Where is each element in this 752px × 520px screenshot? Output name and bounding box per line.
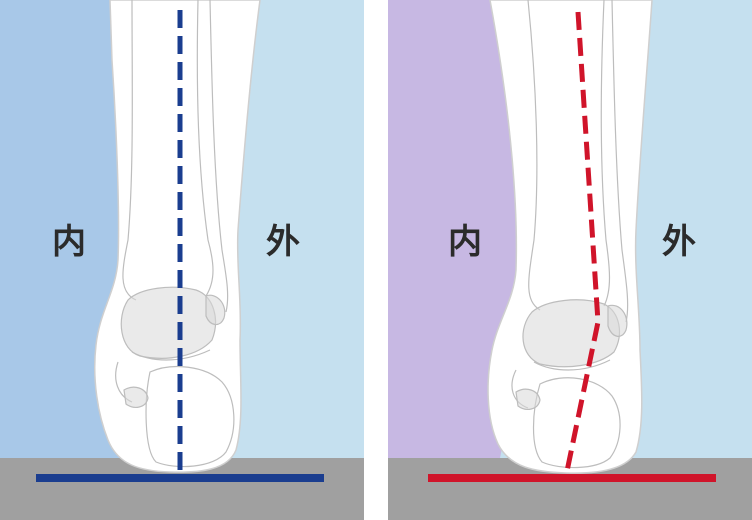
leg-and-heel	[487, 0, 653, 474]
outer-side-label: 外	[662, 222, 696, 262]
tibia-outline	[122, 0, 214, 301]
ground-reference-line	[428, 474, 716, 482]
inner-side-label: 内	[448, 222, 482, 262]
talus-bone	[522, 299, 621, 368]
calcaneus-bone	[145, 365, 235, 468]
panel-divider	[364, 0, 388, 520]
fibula-outline	[611, 0, 629, 323]
lateral-malleolus	[607, 304, 628, 337]
navicular-bone	[515, 388, 541, 410]
talus-bone	[120, 286, 217, 359]
panel-tilted: 内 外	[388, 0, 752, 520]
ground-reference-line	[36, 474, 324, 482]
lateral-malleolus	[205, 294, 226, 326]
leg-and-heel	[94, 0, 261, 473]
leg-outline	[94, 0, 261, 473]
calcaneus-bone	[532, 377, 621, 469]
inner-side-label: 内	[52, 222, 86, 262]
outer-side-label: 外	[266, 222, 300, 262]
panel-neutral: 内 外	[0, 0, 364, 520]
navicular-bone	[123, 386, 149, 408]
fibula-outline	[209, 0, 229, 313]
tibia-outline	[527, 0, 611, 311]
